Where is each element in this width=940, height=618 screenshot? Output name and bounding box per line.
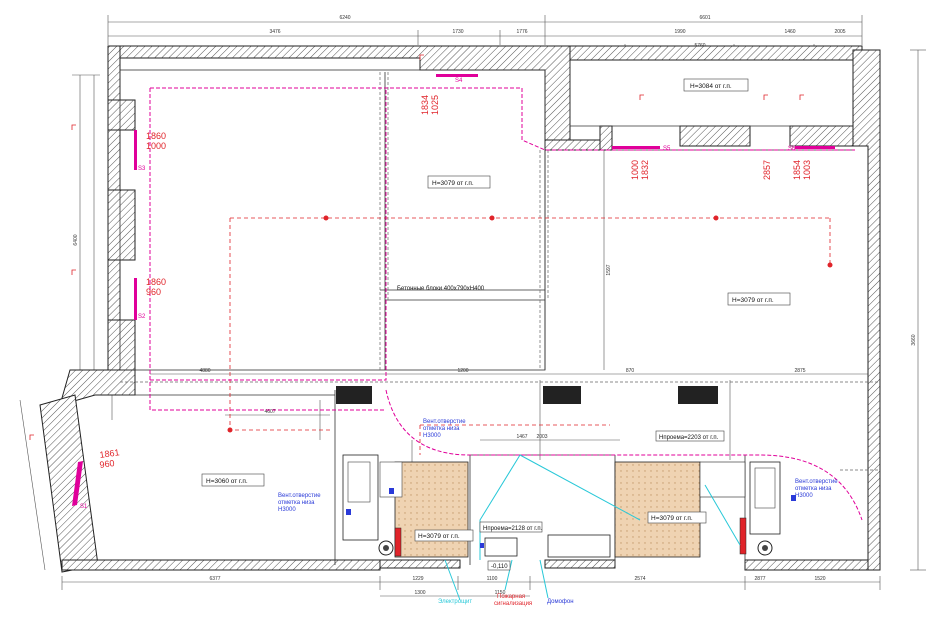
dim-inner: 2003 [536,434,547,440]
dim-bottom: 1229 [412,576,423,582]
window-bottom-label: 960 [99,458,115,470]
window-top-label: 1832 [640,160,650,180]
window-top-label: 1860 [146,277,166,287]
window-tag: S5 [663,146,671,152]
legend-fire-alarm: сигнализация [494,601,532,607]
dim-inner: 1597 [606,264,612,275]
vent-note-line: H3000 [278,507,296,513]
opening-height-note: Hпроема=2203 от г.п. [659,435,719,441]
window-top-label: 1860 [146,131,166,141]
dim-seg: 1460 [784,29,795,35]
window-labels: 1860 1000 1860 960 1861 960 1834 1025 18… [99,95,812,470]
dashed-lines [120,72,880,471]
dim-seg: 3476 [269,29,280,35]
notes: Бетонные блоки 400x790xH400 Hпроема=2128… [397,286,725,571]
concrete-blocks [336,386,718,404]
window-bottom-label: 1000 [146,141,166,151]
legend-electric: Электрощит [438,599,472,605]
dim-seg: 2005 [834,29,845,35]
lighting-points [227,215,833,433]
dim-bottom: 1520 [814,576,825,582]
bathroom-left [342,454,469,558]
room-height-label: H=3079 от г.п. [651,515,693,522]
dim-bottom: 2574 [634,576,645,582]
window-extra-label: 2857 [762,160,772,180]
window-tag: S1 [80,504,88,510]
room-height-label: H=3084 от г.п. [690,83,732,90]
dimension-labels: 6240 6601 3476 1730 1776 5760 1990 1460 … [73,15,917,596]
dim-inner: 4607 [264,409,275,415]
room-height-label: H=3060 от г.п. [206,478,248,485]
vent-note-line: Вент.отверстие [795,479,838,485]
dim-left: 6400 [73,234,79,245]
dim-bottom-inner: 1300 [414,590,425,596]
window-bottom-label: 1003 [802,160,812,180]
window-top-label: 1861 [99,447,120,460]
room-labels: H=3079 от г.п. H=3079 от г.п. H=3084 от … [201,78,791,542]
legend-fire-alarm: Пожарная [497,594,525,600]
dim-inner: 870 [626,368,635,374]
vent-notes: Вент.отверстие отметка низа H3000 Вент.о… [278,419,838,513]
vent-note-line: H3000 [423,433,441,439]
entry-door [484,534,611,558]
vent-note-line: отметка низа [795,486,832,492]
legend-intercom: Домофон [547,599,574,605]
dim-bottom: 6377 [209,576,220,582]
window-tag: S2 [138,314,146,320]
window-arrows [29,54,804,440]
level-mark: -0,110 [491,564,508,570]
dim-bottom-inner: 1150 [495,590,506,596]
dim-inner: 2875 [794,368,805,374]
room-height-label: H=3079 от г.п. [432,180,474,187]
dimension-lines [19,15,926,597]
window-bottom-label: 960 [146,287,161,297]
room-height-label: H=3079 от г.п. [732,297,774,304]
dim-inner: 4880 [199,368,210,374]
window-tag: S4 [455,78,463,84]
window-top-label: 1854 [792,160,802,180]
opening-height-note: Hпроема=2128 от г.п. [483,526,543,532]
legend: Электрощит Пожарная сигнализация Домофон [438,594,574,607]
concrete-blocks-note: Бетонные блоки 400x790xH400 [397,286,485,292]
vent-note-line: отметка низа [278,500,315,506]
window-top-label: 1834 [420,95,430,115]
dim-inner: 1200 [457,368,468,374]
room-height-label: H=3079 от г.п. [418,533,460,540]
dim-bottom: 2877 [754,576,765,582]
dim-top-right: 6601 [699,15,710,21]
magenta-routes [149,87,863,521]
window-markers [72,74,835,506]
blue-markers [346,488,796,548]
vent-note-line: Вент.отверстие [278,493,321,499]
dim-seg: 1730 [452,29,463,35]
dim-right: 3660 [911,334,917,345]
dim-seg: 1990 [674,29,685,35]
window-tags: S3 S2 S1 S4 S5 S6 [80,78,796,510]
dim-seg: 1776 [516,29,527,35]
dim-inner: 1467 [516,434,527,440]
vent-note-line: Вент.отверстие [423,419,466,425]
dim-bottom: 1100 [487,576,498,582]
dim-top-left: 6240 [339,15,350,21]
window-bottom-label: 1000 [630,160,640,180]
window-tag: S3 [138,166,146,172]
low-voltage-lines [444,454,741,601]
vent-note-line: H3000 [795,493,813,499]
lighting-lines [228,217,831,455]
vent-note-line: отметка низа [423,426,460,432]
window-bottom-label: 1025 [430,95,440,115]
window-tag: S6 [788,146,796,152]
bathroom-right [614,461,781,558]
